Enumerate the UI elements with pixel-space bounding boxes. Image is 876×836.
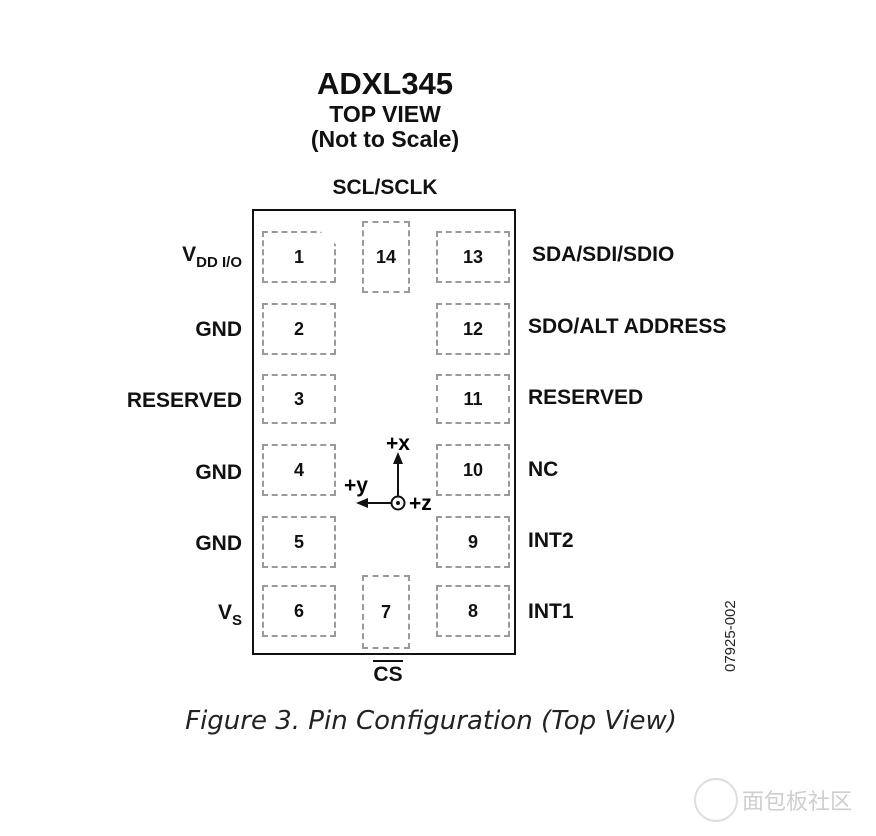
pin-5-label: GND: [195, 532, 242, 555]
pad-number: 12: [462, 318, 484, 339]
pin-14-label: SCL/SCLK: [332, 176, 438, 199]
pad-number: 7: [380, 601, 391, 622]
pad-number: 6: [293, 600, 304, 621]
pad-number: 14: [375, 246, 397, 267]
pad-3: 3: [262, 374, 336, 424]
pad-1: 1: [262, 231, 336, 283]
pin-6-label: VS: [217, 601, 242, 629]
pad-number: 8: [467, 600, 478, 621]
pin-10-label: NC: [528, 458, 559, 481]
x-arrow-icon: [393, 452, 403, 464]
pad-10: 10: [436, 444, 510, 496]
pad-4: 4: [262, 444, 336, 496]
pad-number: 13: [462, 246, 484, 267]
pin-3-label: RESERVED: [126, 389, 242, 412]
cs-overbar-label: CS: [373, 660, 403, 686]
pad-number: 5: [293, 531, 304, 552]
pin-9-label: INT2: [528, 529, 574, 552]
pin-1-label: VDD I/O: [182, 243, 242, 271]
pin-13-label: SDA/SDI/SDIO: [532, 243, 675, 266]
pad-7: 7: [362, 575, 410, 649]
y-axis-label: +y: [344, 474, 368, 497]
pad-6: 6: [262, 585, 336, 637]
pin-6-subscript: S: [231, 612, 242, 629]
pad-number: 2: [293, 318, 304, 339]
scale-note: (Not to Scale): [310, 126, 460, 152]
pad-13: 13: [436, 231, 510, 283]
pad-number: 9: [467, 531, 478, 552]
pad-14: 14: [362, 221, 410, 293]
part-number: ADXL345: [316, 66, 454, 101]
view-label: TOP VIEW: [329, 101, 441, 127]
figure-code: 07925-002: [722, 600, 739, 672]
axis-diagram: +x +y +z: [344, 432, 432, 515]
pin-11-label: RESERVED: [528, 386, 644, 409]
pin-7-label: CS: [340, 660, 436, 687]
pin-6-main: V: [217, 601, 232, 624]
watermark-logo-icon: [694, 778, 738, 822]
pad-2: 2: [262, 303, 336, 355]
pad-number: 11: [463, 388, 483, 409]
pad-5: 5: [262, 516, 336, 568]
pad-8: 8: [436, 585, 510, 637]
x-axis-label: +x: [386, 432, 410, 455]
pad-number: 4: [293, 459, 304, 480]
z-axis-label: +z: [409, 492, 432, 515]
pin-12-label: SDO/ALT ADDRESS: [528, 315, 727, 338]
pad-number: 3: [293, 388, 304, 409]
pad-11: 11: [436, 374, 510, 424]
z-axis-dot-icon: [396, 501, 400, 505]
pin-1-subscript: DD I/O: [196, 254, 242, 271]
pad-number: 10: [462, 459, 484, 480]
pin-2-label: GND: [195, 318, 242, 341]
pad-12: 12: [436, 303, 510, 355]
figure-caption: Figure 3. Pin Configuration (Top View): [185, 706, 677, 736]
y-arrow-icon: [356, 498, 368, 508]
pad-9: 9: [436, 516, 510, 568]
watermark: 面包板社区: [694, 778, 852, 822]
pad-number: 1: [293, 246, 304, 267]
watermark-text: 面包板社区: [742, 789, 853, 814]
pin-1-main: V: [182, 243, 197, 266]
chip-package: 1 2 3 4 5 6 13 12 11 10 9 8 14 7: [252, 209, 516, 655]
pin-4-label: GND: [195, 461, 242, 484]
pin-8-label: INT1: [528, 600, 574, 623]
